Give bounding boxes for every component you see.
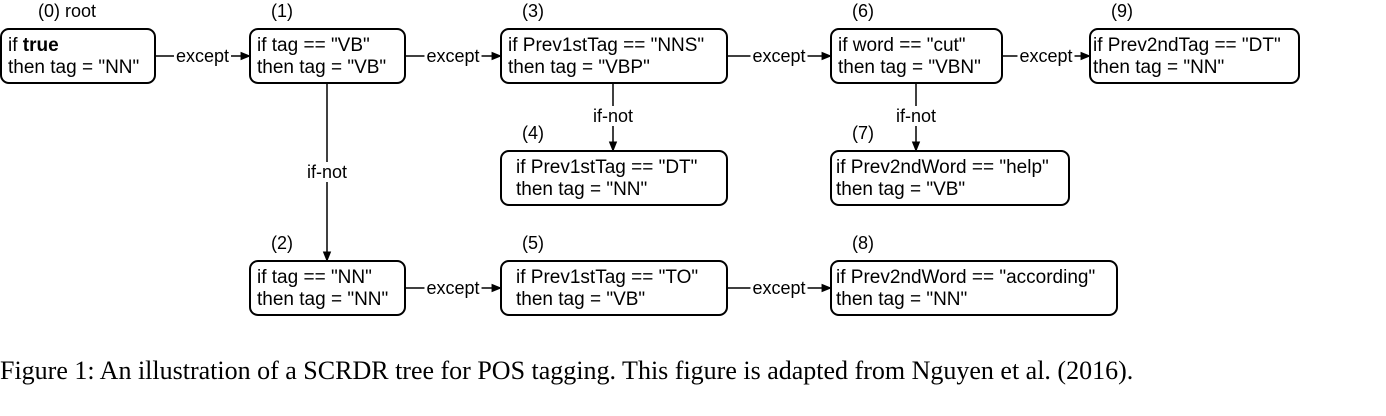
rule-condition-text: if tag == "VB" — [257, 35, 370, 56]
edge-label-background — [424, 46, 482, 66]
rule-condition-bold: true — [23, 35, 59, 56]
edge-label-background — [750, 278, 808, 298]
rule-condition: if Prev2ndTag == "DT" — [1093, 35, 1281, 56]
rule-condition-text: if Prev1stTag == "TO" — [516, 267, 698, 288]
rule-condition-text: if Prev2ndTag == "DT" — [1093, 35, 1281, 56]
rule-node-box — [1089, 28, 1300, 84]
rule-condition: if Prev2ndWord == "according" — [836, 267, 1095, 288]
rule-node-box — [830, 28, 1003, 84]
edge-label-if-not: if-not — [593, 106, 633, 126]
rule-node-number: (5) — [522, 233, 544, 253]
rule-condition: if Prev2ndWord == "help" — [836, 157, 1049, 178]
rule-node-7: (7) if Prev2ndWord == "help"then tag = "V… — [830, 123, 1070, 206]
rule-node-4: (4) if Prev1stTag == "DT"then tag = "NN" — [500, 123, 728, 206]
edge-label-except: except — [426, 46, 479, 66]
rule-node-box — [500, 28, 728, 84]
rule-conclusion: then tag = "VB" — [516, 289, 645, 310]
rule-condition-text: if Prev2ndWord == "help" — [836, 157, 1049, 178]
rule-node-box — [830, 260, 1118, 316]
edge-label-except: except — [752, 278, 805, 298]
rule-node-number: (4) — [522, 123, 544, 143]
rule-condition-text: if Prev1stTag == "DT" — [516, 157, 697, 178]
edge-1-3: except — [405, 46, 503, 66]
rule-condition-text: if Prev2ndWord == "according" — [836, 267, 1095, 288]
rule-node-9: (9) if Prev2ndTag == "DT"then tag = "NN" — [1089, 1, 1300, 84]
rule-condition-text: if word == "cut" — [838, 35, 966, 56]
rule-conclusion: then tag = "NN" — [836, 289, 967, 310]
rule-node-box — [0, 28, 156, 84]
edge-label-background — [424, 278, 482, 298]
edge-5-8: except — [727, 278, 833, 298]
rule-conclusion: then tag = "NN" — [8, 57, 139, 78]
rule-conclusion: then tag = "VBN" — [838, 57, 981, 78]
rule-node-8: (8) if Prev2ndWord == "according"then tag… — [830, 233, 1118, 316]
rule-node-box — [830, 150, 1070, 206]
edge-label-background — [893, 106, 939, 126]
rule-node-box — [249, 28, 406, 84]
rule-conclusion: then tag = "VBP" — [508, 57, 650, 78]
edge-label-background — [750, 46, 808, 66]
edge-6-7: if-not — [893, 83, 939, 153]
rule-conclusion: then tag = "NN" — [257, 289, 388, 310]
rule-node-3: (3) if Prev1stTag == "NNS"then tag = "VBP… — [500, 1, 728, 84]
rule-node-number: (2) — [271, 233, 293, 253]
rule-condition: if tag == "VB" — [257, 35, 370, 56]
rule-conclusion: then tag = "NN" — [516, 179, 647, 200]
rule-conclusion: then tag = "NN" — [1093, 57, 1224, 78]
rule-node-1: (1) if tag == "VB"then tag = "VB" — [249, 1, 406, 84]
rule-condition: if true — [8, 35, 59, 56]
edge-label-except: except — [752, 46, 805, 66]
edge-label-background — [173, 46, 232, 66]
rule-condition: if tag == "NN" — [257, 267, 372, 288]
rule-node-number: (6) — [852, 1, 874, 21]
rule-conclusion: then tag = "VB" — [257, 57, 386, 78]
edge-2-5: except — [405, 278, 503, 298]
figure-caption: Figure 1: An illustration of a SCRDR tre… — [0, 356, 1134, 385]
edge-6-9: except — [1002, 46, 1092, 66]
edge-label-background — [304, 162, 350, 182]
rule-node-box — [249, 260, 406, 316]
edge-label-background — [1017, 46, 1075, 66]
edge-label-except: except — [176, 46, 229, 66]
rule-node-number: (8) — [852, 233, 874, 253]
rule-node-2: (2) if tag == "NN"then tag = "NN" — [249, 233, 406, 316]
edges-layer: except except except except if-not if-not if-n… — [155, 46, 1092, 298]
rule-conclusion: then tag = "VB" — [836, 179, 965, 200]
rule-condition-text: if tag == "NN" — [257, 267, 372, 288]
edge-3-6: except — [727, 46, 833, 66]
rule-node-box — [500, 260, 728, 316]
edge-0-1: except — [155, 46, 252, 66]
edge-label-except: except — [426, 278, 479, 298]
rule-condition: if Prev1stTag == "TO" — [516, 267, 698, 288]
edge-label-background — [590, 106, 636, 126]
edge-1-2: if-not — [304, 83, 350, 263]
rule-condition: if word == "cut" — [838, 35, 966, 56]
rule-condition-text: if Prev1stTag == "NNS" — [508, 35, 704, 56]
rule-node-5: (5) if Prev1stTag == "TO"then tag = "VB" — [500, 233, 728, 316]
rule-node-number: (9) — [1111, 1, 1133, 21]
rule-node-box — [500, 150, 728, 206]
rule-node-number: (0) root — [38, 1, 96, 21]
rule-condition: if Prev1stTag == "DT" — [516, 157, 697, 178]
rule-node-6: (6) if word == "cut"then tag = "VBN" — [830, 1, 1003, 84]
rule-node-number: (1) — [271, 1, 293, 21]
edge-label-if-not: if-not — [896, 106, 936, 126]
rule-node-number: (7) — [852, 123, 874, 143]
rule-condition: if Prev1stTag == "NNS" — [508, 35, 704, 56]
rule-condition-text: if — [8, 35, 23, 56]
edge-label-if-not: if-not — [307, 162, 347, 182]
edge-3-4: if-not — [590, 83, 636, 153]
edge-label-except: except — [1019, 46, 1072, 66]
rule-node-number: (3) — [522, 1, 544, 21]
